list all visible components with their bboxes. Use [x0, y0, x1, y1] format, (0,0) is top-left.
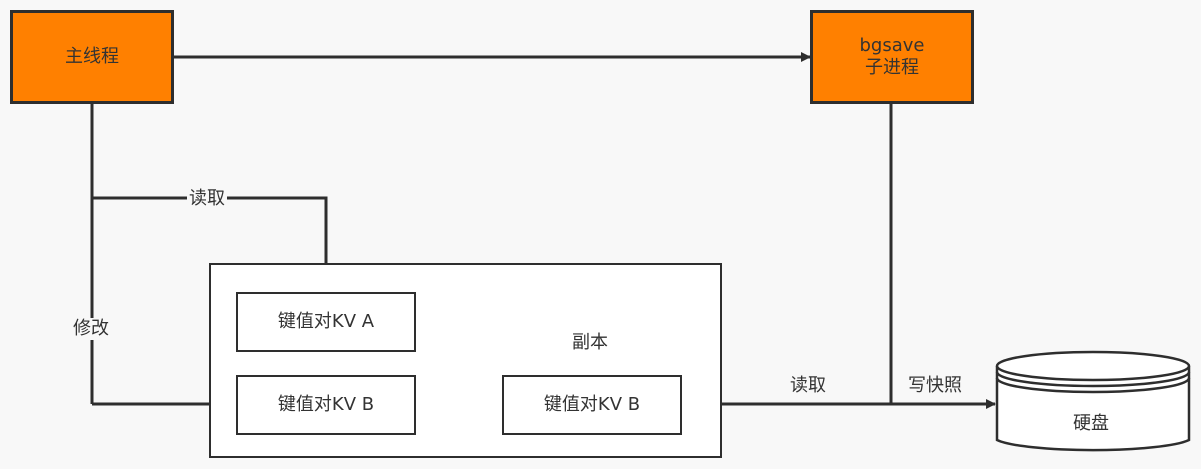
child-process-label: 子进程	[865, 57, 919, 78]
kv-a-label: 键值对KV A	[277, 311, 375, 332]
bgsave-node: bgsave 子进程	[810, 10, 974, 104]
edge-label-read-2: 读取	[788, 375, 828, 397]
kv-b-node: 键值对KV B	[236, 375, 416, 435]
main-thread-node: 主线程	[10, 10, 174, 104]
kv-b-copy-label: 键值对KV B	[543, 394, 641, 415]
edge-label-read-1: 读取	[187, 188, 227, 210]
kv-b-label: 键值对KV B	[277, 394, 375, 415]
kv-a-node: 键值对KV A	[236, 292, 416, 352]
kv-b-copy-node: 键值对KV B	[502, 375, 682, 435]
main-thread-label: 主线程	[65, 46, 119, 67]
edge-label-write-snapshot: 写快照	[906, 375, 964, 397]
edge-label-modify: 修改	[71, 318, 111, 340]
disk-cylinder	[995, 350, 1191, 452]
bgsave-label: bgsave	[859, 35, 925, 56]
replica-label: 副本	[572, 332, 608, 353]
edge-read-to-kv-a	[92, 196, 331, 291]
disk-label: 硬盘	[1073, 413, 1109, 434]
